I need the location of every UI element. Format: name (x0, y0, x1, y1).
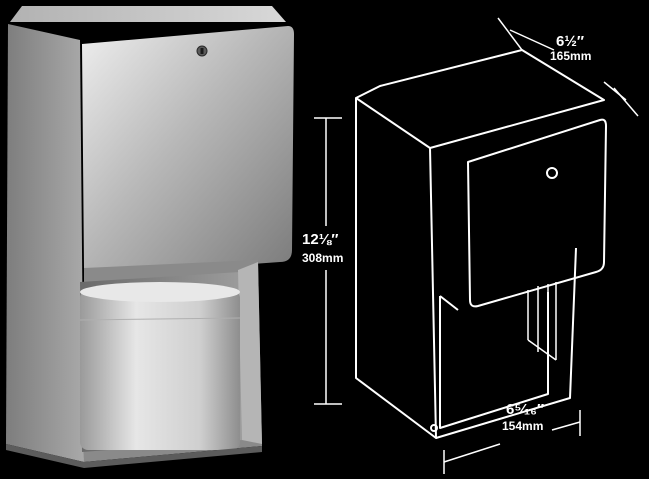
keyhole-lock-icon (546, 167, 558, 179)
bay-side-rail (238, 262, 262, 444)
dispenser-photo (6, 6, 294, 468)
depth-metric-label: 154mm (502, 419, 543, 433)
dispenser-bottom-edge (6, 444, 262, 468)
width-metric-label: 165mm (550, 49, 591, 63)
keyhole-lock-icon (196, 45, 208, 57)
drawing-screw-icon (430, 424, 438, 432)
drawing-roll-holder (527, 282, 557, 361)
drawing-side-face (355, 98, 437, 439)
dispenser-line-drawing (355, 49, 607, 439)
depth-imperial-label: 6⁵⁄₁₆″ (506, 401, 544, 418)
dispenser-top-panel (10, 6, 286, 22)
drawing-bay-edge (439, 295, 459, 311)
toilet-paper-roll (79, 282, 241, 450)
dimension-lines (314, 17, 639, 474)
drawing-front-cover (467, 118, 607, 308)
height-imperial-label: 12⅛″ (302, 231, 338, 248)
dispenser-side-panel (6, 24, 84, 462)
width-imperial-label: 6½″ (556, 33, 584, 50)
height-metric-label: 308mm (302, 251, 343, 265)
drawing-bay-frame (435, 247, 577, 439)
drawing-top-face (355, 49, 605, 149)
dispenser-front-cover (82, 26, 294, 276)
